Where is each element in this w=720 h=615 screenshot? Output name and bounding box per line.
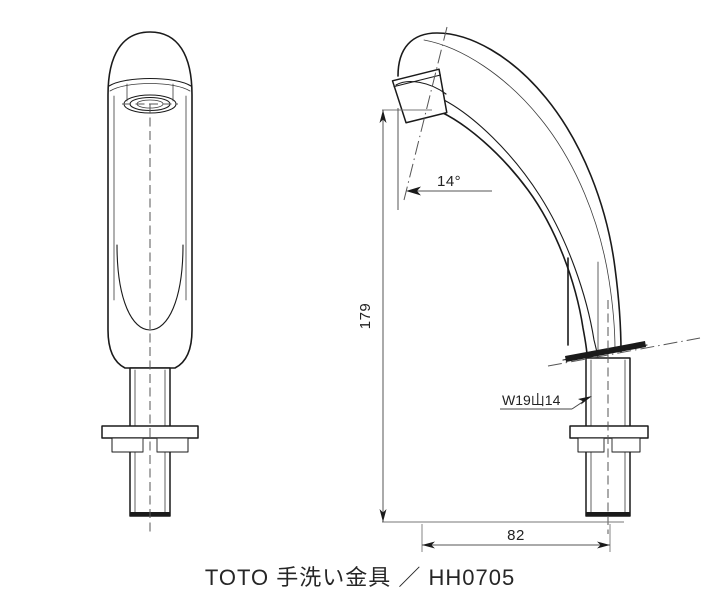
front-view-body-outline <box>107 31 193 369</box>
front-view-cap-seam-inner <box>109 83 191 92</box>
side-view-nozzle-body <box>391 68 448 124</box>
angle-value: 14° <box>437 173 461 190</box>
front-view-nut-left <box>111 437 144 453</box>
side-view-nut-left <box>577 437 605 453</box>
front-view-interior-contour <box>116 244 184 331</box>
height-dim-arrow-bottom <box>379 509 387 522</box>
front-view-nut-center-gap <box>142 437 158 453</box>
drawing-caption: TOTO 手洗い金具 ／ HH0705 <box>205 565 515 590</box>
thread-spec-arrowhead <box>578 396 592 405</box>
front-view-cap-seam <box>108 77 192 87</box>
side-view-outlet-nozzle <box>391 68 448 124</box>
side-view-upper-outline <box>397 32 622 353</box>
height-dim-arrow-top <box>379 110 387 123</box>
side-view-base-seam <box>565 341 646 362</box>
side-view-nut-right <box>611 437 641 453</box>
height-dimension: 179 <box>357 109 624 523</box>
side-view-nozzle-top-rim <box>393 74 442 88</box>
width-dim-value: 82 <box>507 527 525 544</box>
side-view-base-plate <box>562 344 648 361</box>
side-view-top-highlight <box>423 39 616 351</box>
thread-spec-label: W19山14 <box>502 392 561 408</box>
width-dim-arrow-right <box>597 541 610 549</box>
side-view-shank-bottom-edge <box>586 512 630 516</box>
side-view-nut-center-gap <box>603 437 613 453</box>
width-dimension: 82 <box>421 524 611 552</box>
side-view-outlet-axis-line <box>403 26 448 201</box>
width-dim-arrow-left <box>422 541 435 549</box>
side-view-flange-plate <box>569 425 649 439</box>
thread-spec-annotation: W19山14 <box>500 392 592 410</box>
side-view-base-axis-line <box>547 337 701 367</box>
front-view-nut-right <box>156 437 189 453</box>
outlet-angle-dimension: 14° <box>397 108 492 210</box>
side-view-nozzle-shoulder <box>395 81 447 95</box>
front-view <box>101 31 199 534</box>
side-view-mid-highlight <box>443 99 599 359</box>
height-dim-value: 179 <box>357 303 374 330</box>
angle-arrow <box>406 186 421 196</box>
side-view <box>391 26 701 534</box>
side-view-lower-outline <box>440 111 588 357</box>
